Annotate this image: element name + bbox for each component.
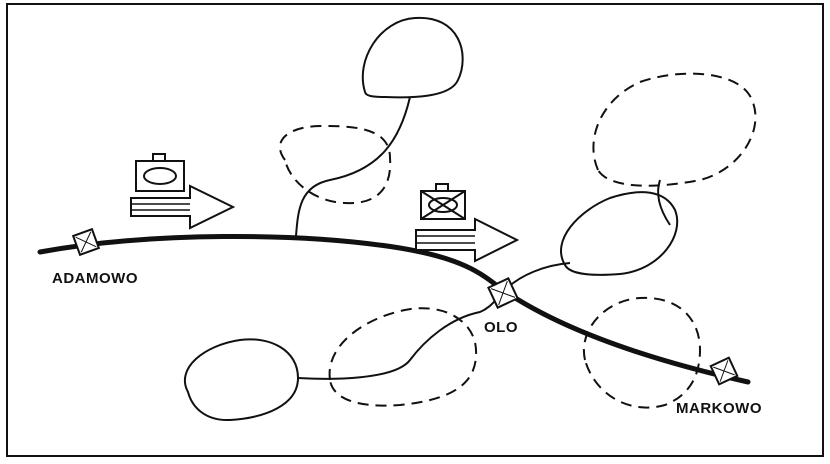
- place-label-olo: OLO: [484, 319, 518, 336]
- advance-arrow-icon: [130, 184, 236, 230]
- place-label-adamowo: ADAMOWO: [52, 270, 138, 287]
- solid-link-southwest: [297, 295, 501, 380]
- place-label-markowo: MARKOWO: [676, 400, 762, 417]
- unit-symbol-crossed-icon: [420, 183, 466, 220]
- main-road: [37, 233, 751, 385]
- advance-arrow-icon: [415, 217, 520, 263]
- solid-area-north: [361, 16, 464, 99]
- dashed-area-northeast: [592, 72, 757, 187]
- unit-symbol-ellipse-icon: [135, 153, 185, 192]
- solid-area-southwest: [183, 338, 300, 422]
- connector-northeast: [657, 179, 671, 226]
- marker-adamowo: [71, 227, 101, 257]
- marker-olo: [487, 277, 519, 309]
- solid-link-north: [295, 96, 411, 237]
- solid-area-east: [560, 191, 679, 276]
- dashed-area-south: [328, 307, 478, 407]
- dashed-area-center: [279, 124, 392, 205]
- marker-markowo: [709, 356, 739, 386]
- dashed-area-southeast: [582, 296, 702, 409]
- solid-link-east: [504, 262, 571, 291]
